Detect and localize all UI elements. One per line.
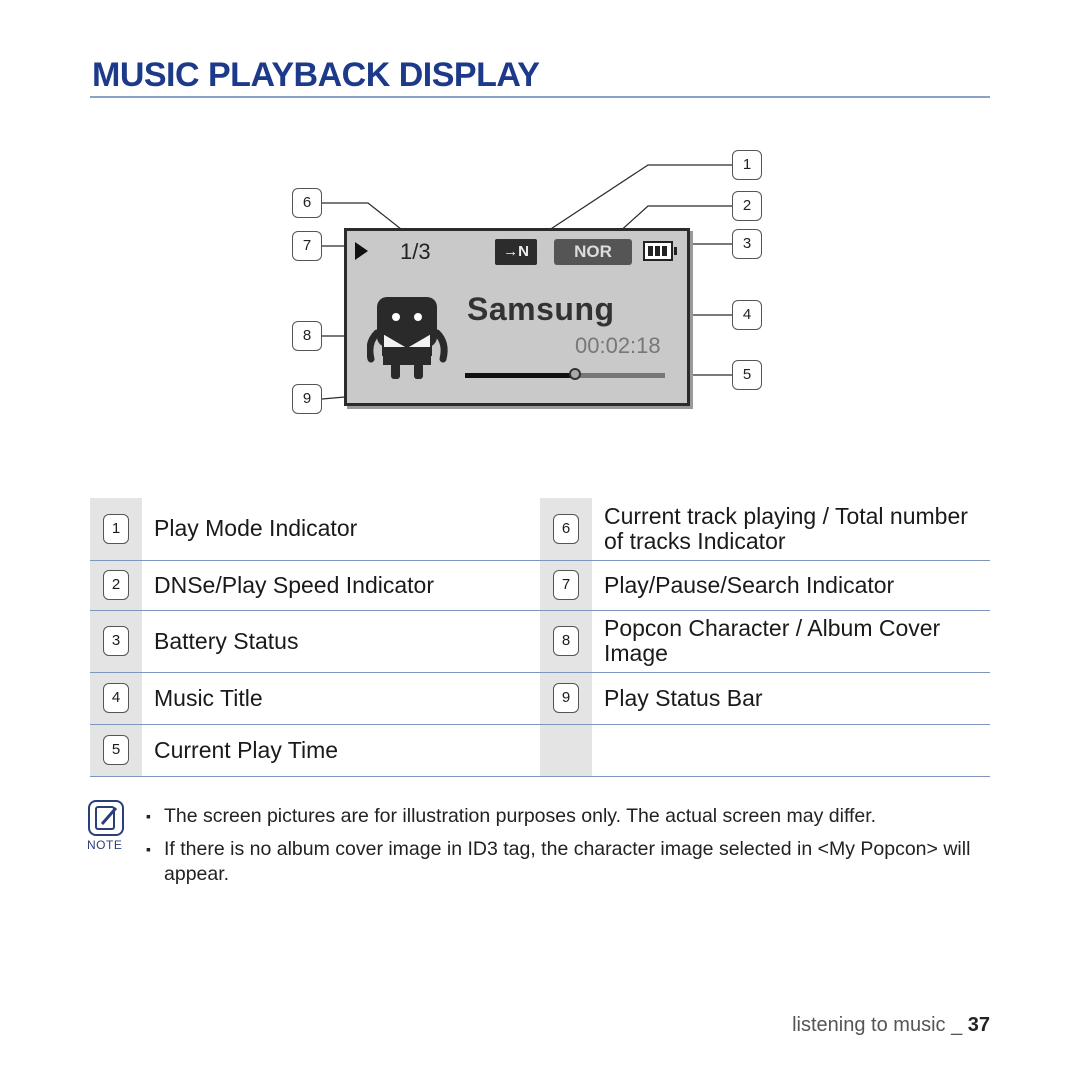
- footer-section: listening to music _: [792, 1014, 968, 1036]
- music-title: Samsung: [467, 291, 615, 327]
- legend-label: Current Play Time: [142, 724, 540, 777]
- legend-label: Battery Status: [142, 610, 540, 673]
- note-item: If there is no album cover image in ID3 …: [146, 837, 996, 887]
- legend-label: Music Title: [142, 672, 540, 725]
- legend-row: 3 Battery Status 8 Popcon Character / Al…: [90, 610, 990, 673]
- legend-row: 5 Current Play Time: [90, 724, 990, 777]
- page-number: 37: [967, 1014, 990, 1036]
- legend-row: 1 Play Mode Indicator 6 Current track pl…: [90, 498, 990, 561]
- play-time: 00:02:18: [575, 333, 661, 358]
- play-status-knob: [569, 368, 581, 380]
- callout-3: 3: [732, 229, 762, 259]
- note-list: The screen pictures are for illustration…: [146, 804, 996, 895]
- play-status-fill: [465, 373, 575, 378]
- legend-number: 8: [553, 626, 579, 656]
- dnse-indicator: NOR: [554, 239, 632, 265]
- device-screen: 1/3 →N NOR Samsung 00:02:18: [344, 228, 690, 406]
- legend-label: Play/Pause/Search Indicator: [592, 560, 990, 611]
- legend-row: 4 Music Title 9 Play Status Bar: [90, 672, 990, 725]
- title-rule: [90, 96, 990, 98]
- callout-7: 7: [292, 231, 322, 261]
- legend-number: 6: [553, 513, 579, 544]
- callout-5: 5: [732, 360, 762, 390]
- legend-number: 2: [103, 570, 129, 600]
- popcon-character-icon: [367, 297, 448, 379]
- page-footer: listening to music _ 37: [792, 1014, 990, 1037]
- play-icon: [355, 242, 368, 260]
- playback-diagram: 1/3 →N NOR Samsung 00:02:18 1 2 3 4 5 6 …: [280, 140, 780, 430]
- legend-number: 4: [103, 683, 129, 713]
- battery-icon: [643, 241, 677, 261]
- note-label: NOTE: [87, 838, 123, 852]
- legend-label: Current track playing / Total number of …: [592, 498, 990, 561]
- callout-2: 2: [732, 191, 762, 221]
- callout-4: 4: [732, 300, 762, 330]
- callout-8: 8: [292, 321, 322, 351]
- note-pencil-icon: [88, 800, 124, 836]
- play-mode-indicator: →N: [495, 239, 537, 265]
- play-status-bar: [465, 368, 665, 380]
- legend-number: 5: [103, 735, 129, 765]
- legend-row: 2 DNSe/Play Speed Indicator 7 Play/Pause…: [90, 560, 990, 611]
- legend-label: Play Status Bar: [592, 672, 990, 725]
- legend-number: 9: [553, 683, 579, 713]
- callout-9: 9: [292, 384, 322, 414]
- legend-label: DNSe/Play Speed Indicator: [142, 560, 540, 611]
- track-count: 1/3: [400, 239, 431, 264]
- legend-label: Play Mode Indicator: [142, 498, 540, 561]
- callout-6: 6: [292, 188, 322, 218]
- note-item: The screen pictures are for illustration…: [146, 804, 996, 829]
- callout-1: 1: [732, 150, 762, 180]
- legend-number: 7: [553, 570, 579, 600]
- legend-table: 1 Play Mode Indicator 6 Current track pl…: [90, 498, 990, 777]
- legend-number: 1: [103, 513, 129, 544]
- page-title: MUSIC PLAYBACK DISPLAY: [92, 56, 540, 94]
- legend-number: 3: [103, 626, 129, 656]
- legend-label: Popcon Character / Album Cover Image: [592, 610, 990, 673]
